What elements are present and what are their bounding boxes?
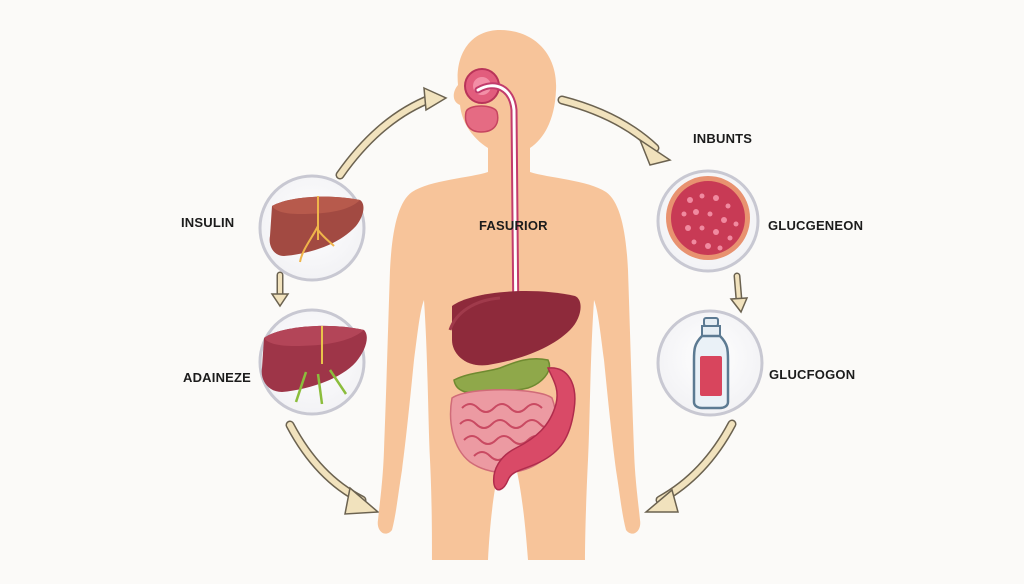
bottle-icon (692, 317, 730, 410)
cycle-arrows (270, 86, 749, 515)
circle-liver-top-left (258, 174, 366, 282)
label-left-bottom: ADAINEZE (183, 370, 252, 385)
liver-icon (269, 196, 364, 263)
label-center: FASURIOR (479, 218, 548, 233)
circle-liver-bottom-left (258, 308, 367, 416)
head-organs (464, 68, 520, 362)
mouth-tissue (464, 105, 499, 133)
arrowhead-bottom-left (344, 486, 380, 515)
arrow-top-left (335, 93, 437, 180)
label-left-top: INSULIN (181, 215, 235, 230)
arrowhead-bottom-right (643, 488, 679, 513)
arrowhead-top-left (423, 86, 448, 112)
pancreas-tissue-icon (666, 176, 750, 260)
arrowhead-top-right (638, 138, 672, 166)
label-right-bottom: GLUCFOGON (769, 367, 856, 382)
intestines (449, 357, 576, 491)
colon (492, 367, 576, 491)
circle-bottle-bottom-right (656, 309, 764, 417)
arrow-bottom-right (655, 419, 737, 505)
label-right-top: GLUCGENEON (768, 218, 864, 233)
circle-tissue-top-right (656, 169, 760, 273)
liver (452, 291, 581, 366)
liver-roots-icon (261, 325, 367, 405)
label-right-inputs: INBUNTS (693, 131, 753, 146)
